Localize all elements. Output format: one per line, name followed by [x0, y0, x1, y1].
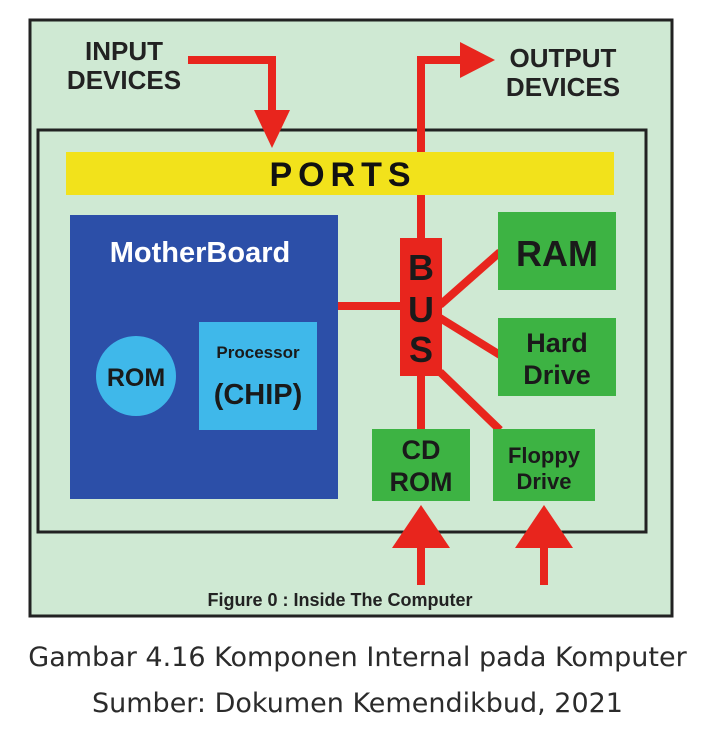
motherboard-label: MotherBoard — [110, 237, 290, 269]
bus-connections — [338, 195, 503, 433]
cd-rom-input-arrow — [392, 505, 450, 585]
cd-rom-block — [372, 429, 470, 501]
processor-label: Processor — [216, 343, 300, 362]
bus-to-floppy-line — [437, 369, 503, 433]
ports-label: PORTS — [269, 156, 416, 194]
bus-letter-s: S — [409, 329, 433, 370]
ports-bar — [66, 152, 614, 195]
bus-block — [400, 238, 442, 376]
floppy-drive-label-line1: Floppy — [508, 443, 581, 468]
hard-drive-label-line1: Hard — [526, 328, 588, 358]
output-devices-label-line1: OUTPUT — [510, 43, 617, 73]
computer-case-box — [36, 128, 648, 534]
hard-drive-label-line2: Drive — [523, 360, 591, 390]
rom-label: ROM — [107, 364, 165, 392]
floppy-input-arrow — [515, 505, 573, 585]
ram-block — [498, 212, 616, 290]
figure-caption: Figure 0 : Inside The Computer — [207, 590, 472, 610]
bus-letter-u: U — [408, 289, 434, 330]
bus-to-ram-line — [437, 249, 503, 308]
input-devices-label-line2: DEVICES — [67, 65, 181, 95]
hard-drive-block — [498, 318, 616, 396]
floppy-drive-block — [493, 429, 595, 501]
processor-chip-box — [199, 322, 317, 430]
input-arrow — [188, 56, 290, 148]
cd-rom-label-line1: CD — [402, 435, 441, 465]
computer-internals-diagram: INPUT DEVICES OUTPUT DEVICES PORTS Mothe… — [28, 18, 674, 618]
bus-letter-b: B — [408, 247, 434, 288]
floppy-drive-label-line2: Drive — [516, 469, 571, 494]
chip-label: (CHIP) — [214, 379, 303, 411]
input-devices-label-line1: INPUT — [85, 36, 163, 66]
caption-title: Gambar 4.16 Komponen Internal pada Kompu… — [28, 642, 687, 673]
output-devices-label-line2: DEVICES — [506, 72, 620, 102]
caption-source: Sumber: Dokumen Kemendikbud, 2021 — [92, 688, 623, 719]
cd-rom-label-line2: ROM — [390, 467, 453, 497]
bus-to-hard-drive-line — [437, 314, 503, 359]
output-arrow — [417, 42, 495, 152]
rom-circle — [96, 336, 176, 416]
ram-label: RAM — [516, 233, 598, 274]
